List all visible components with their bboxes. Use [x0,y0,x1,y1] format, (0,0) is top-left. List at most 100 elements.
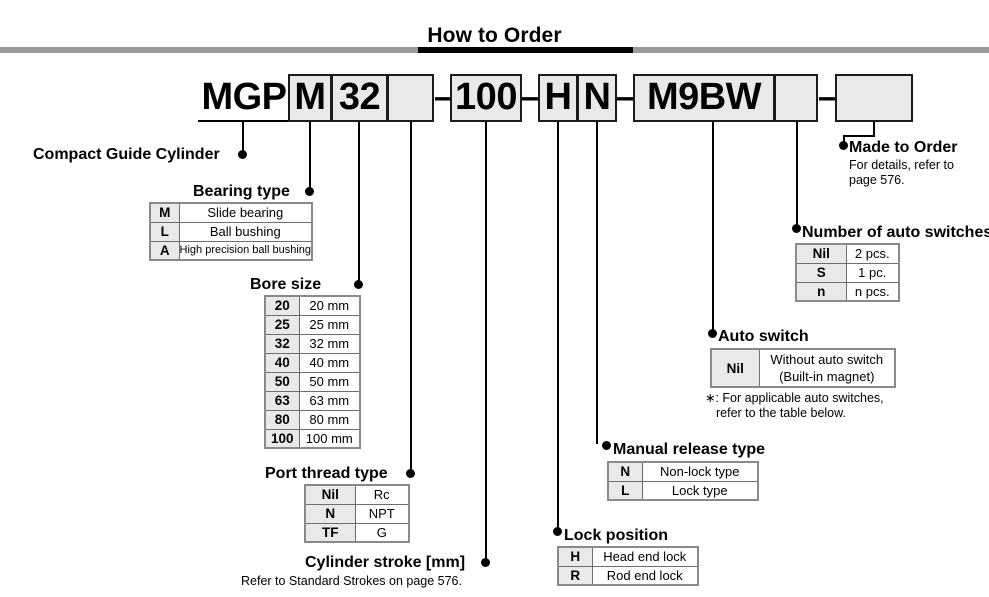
leader-line-bearing [309,122,311,192]
table-row: 63 63 mm [264,390,361,411]
table-row: M Slide bearing [149,202,313,223]
leader-dot-port-thread [406,469,415,478]
leader-line-made-to-order-v1 [873,122,875,136]
pn-dash-2: – [521,78,540,116]
leader-dot-bearing [305,187,314,196]
table-row: Nil 2 pcs. [795,243,900,264]
bore-desc-0: 20 mm [298,295,361,316]
table-row: N NPT [304,503,410,524]
leader-dot-manual-release [602,441,611,450]
bearing-desc-1: Ball bushing [178,221,313,242]
pn-segment-lock-position[interactable]: H [538,74,578,122]
port-code-1: N [304,503,356,524]
callout-title-lock-position: Lock position [564,527,668,544]
switch-count-code-1: S [795,262,847,283]
bearing-desc-0: Slide bearing [178,202,313,223]
bore-code-7: 100 [264,428,300,449]
leader-dot-stroke [481,558,490,567]
bearing-code-2: A [149,240,180,261]
header-rule-black [418,47,633,53]
leader-dot-switch-count [792,224,801,233]
manual-release-table: N Non-lock type L Lock type [607,461,759,501]
lock-desc-1: Rod end lock [591,565,699,586]
table-row: Nil Without auto switch (Built-in magnet… [710,348,896,388]
lock-code-1: R [557,565,593,586]
leader-line-switch-count [796,122,798,228]
bearing-code-1: L [149,221,180,242]
switch-count-desc-0: 2 pcs. [845,243,900,264]
leader-dot-auto-switch [708,329,717,338]
table-row: A High precision ball bushing [149,240,313,261]
bore-code-4: 50 [264,371,300,392]
bore-code-1: 25 [264,314,300,335]
auto-switch-note-line1: ∗: For applicable auto switches, [705,391,884,405]
bore-desc-6: 80 mm [298,409,361,430]
pn-segment-mgp: MGP [201,76,287,118]
switch-count-table: Nil 2 pcs. S 1 pc. n n pcs. [795,243,900,302]
callout-title-stroke: Cylinder stroke [mm] [305,554,466,571]
bore-code-0: 20 [264,295,300,316]
made-to-order-note-line1: For details, refer to [849,158,954,172]
callout-title-port-thread: Port thread type [265,465,388,482]
bore-size-table: 20 20 mm 25 25 mm 32 32 mm 40 40 mm 50 5… [264,295,361,449]
table-row: N Non-lock type [607,461,759,482]
auto-switch-code-0: Nil [710,348,760,388]
switch-count-code-0: Nil [795,243,847,264]
pn-segment-switch-count[interactable] [774,74,818,122]
leader-dot-bore [354,280,363,289]
table-row: Nil Rc [304,484,410,505]
table-row: 100 100 mm [264,428,361,449]
pn-dash-3: – [616,78,635,116]
leader-line-stroke [485,122,487,563]
bore-desc-7: 100 mm [298,428,361,449]
bore-desc-3: 40 mm [298,352,361,373]
leader-line-lock-position [557,122,559,532]
leader-line-made-to-order-h [843,135,875,137]
leader-line-auto-switch [712,122,714,332]
leader-dot-made-to-order [839,141,848,150]
callout-title-bore: Bore size [250,276,322,293]
leader-dot-product [238,150,247,159]
auto-switch-desc-line1: Without auto switch [770,352,884,367]
table-row: H Head end lock [557,546,699,567]
callout-title-switch-count: Number of auto switches [802,224,989,241]
switch-count-desc-2: n pcs. [845,281,900,302]
lock-desc-0: Head end lock [591,546,699,567]
leader-line-made-to-order-v2 [843,135,845,145]
made-to-order-note-line2: page 576. [849,173,905,187]
pn-segment-bearing-type[interactable]: M [288,74,332,122]
bearing-code-0: M [149,202,180,223]
pn-segment-stroke[interactable]: 100 [450,74,522,122]
pn-segment-bore-size[interactable]: 32 [331,74,388,122]
table-row: 25 25 mm [264,314,361,335]
port-desc-2: G [354,522,410,543]
port-code-2: TF [304,522,356,543]
leader-line-manual-release [596,122,598,444]
page-title: How to Order [427,24,562,47]
pn-segment-port-thread[interactable] [387,74,434,122]
leader-line-bore [358,122,360,285]
port-thread-table: Nil Rc N NPT TF G [304,484,410,543]
bore-code-6: 80 [264,409,300,430]
leader-line-product [242,122,244,155]
table-row: L Lock type [607,480,759,501]
callout-title-manual-release: Manual release type [613,441,766,458]
table-row: 50 50 mm [264,371,361,392]
pn-segment-made-to-order[interactable] [835,74,913,122]
lock-position-table: H Head end lock R Rod end lock [557,546,699,586]
port-desc-1: NPT [354,503,410,524]
port-desc-0: Rc [354,484,410,505]
table-row: n n pcs. [795,281,900,302]
bearing-type-table: M Slide bearing L Ball bushing A High pr… [149,202,313,261]
table-row: L Ball bushing [149,221,313,242]
bore-desc-2: 32 mm [298,333,361,354]
manual-desc-1: Lock type [641,480,759,501]
port-code-0: Nil [304,484,356,505]
manual-code-1: L [607,480,643,501]
pn-segment-auto-switch[interactable]: M9BW [633,74,775,122]
pn-mgp-underline [198,120,290,122]
table-row: 80 80 mm [264,409,361,430]
pn-segment-manual-release[interactable]: N [577,74,617,122]
table-row: S 1 pc. [795,262,900,283]
callout-title-auto-switch: Auto switch [718,328,809,345]
